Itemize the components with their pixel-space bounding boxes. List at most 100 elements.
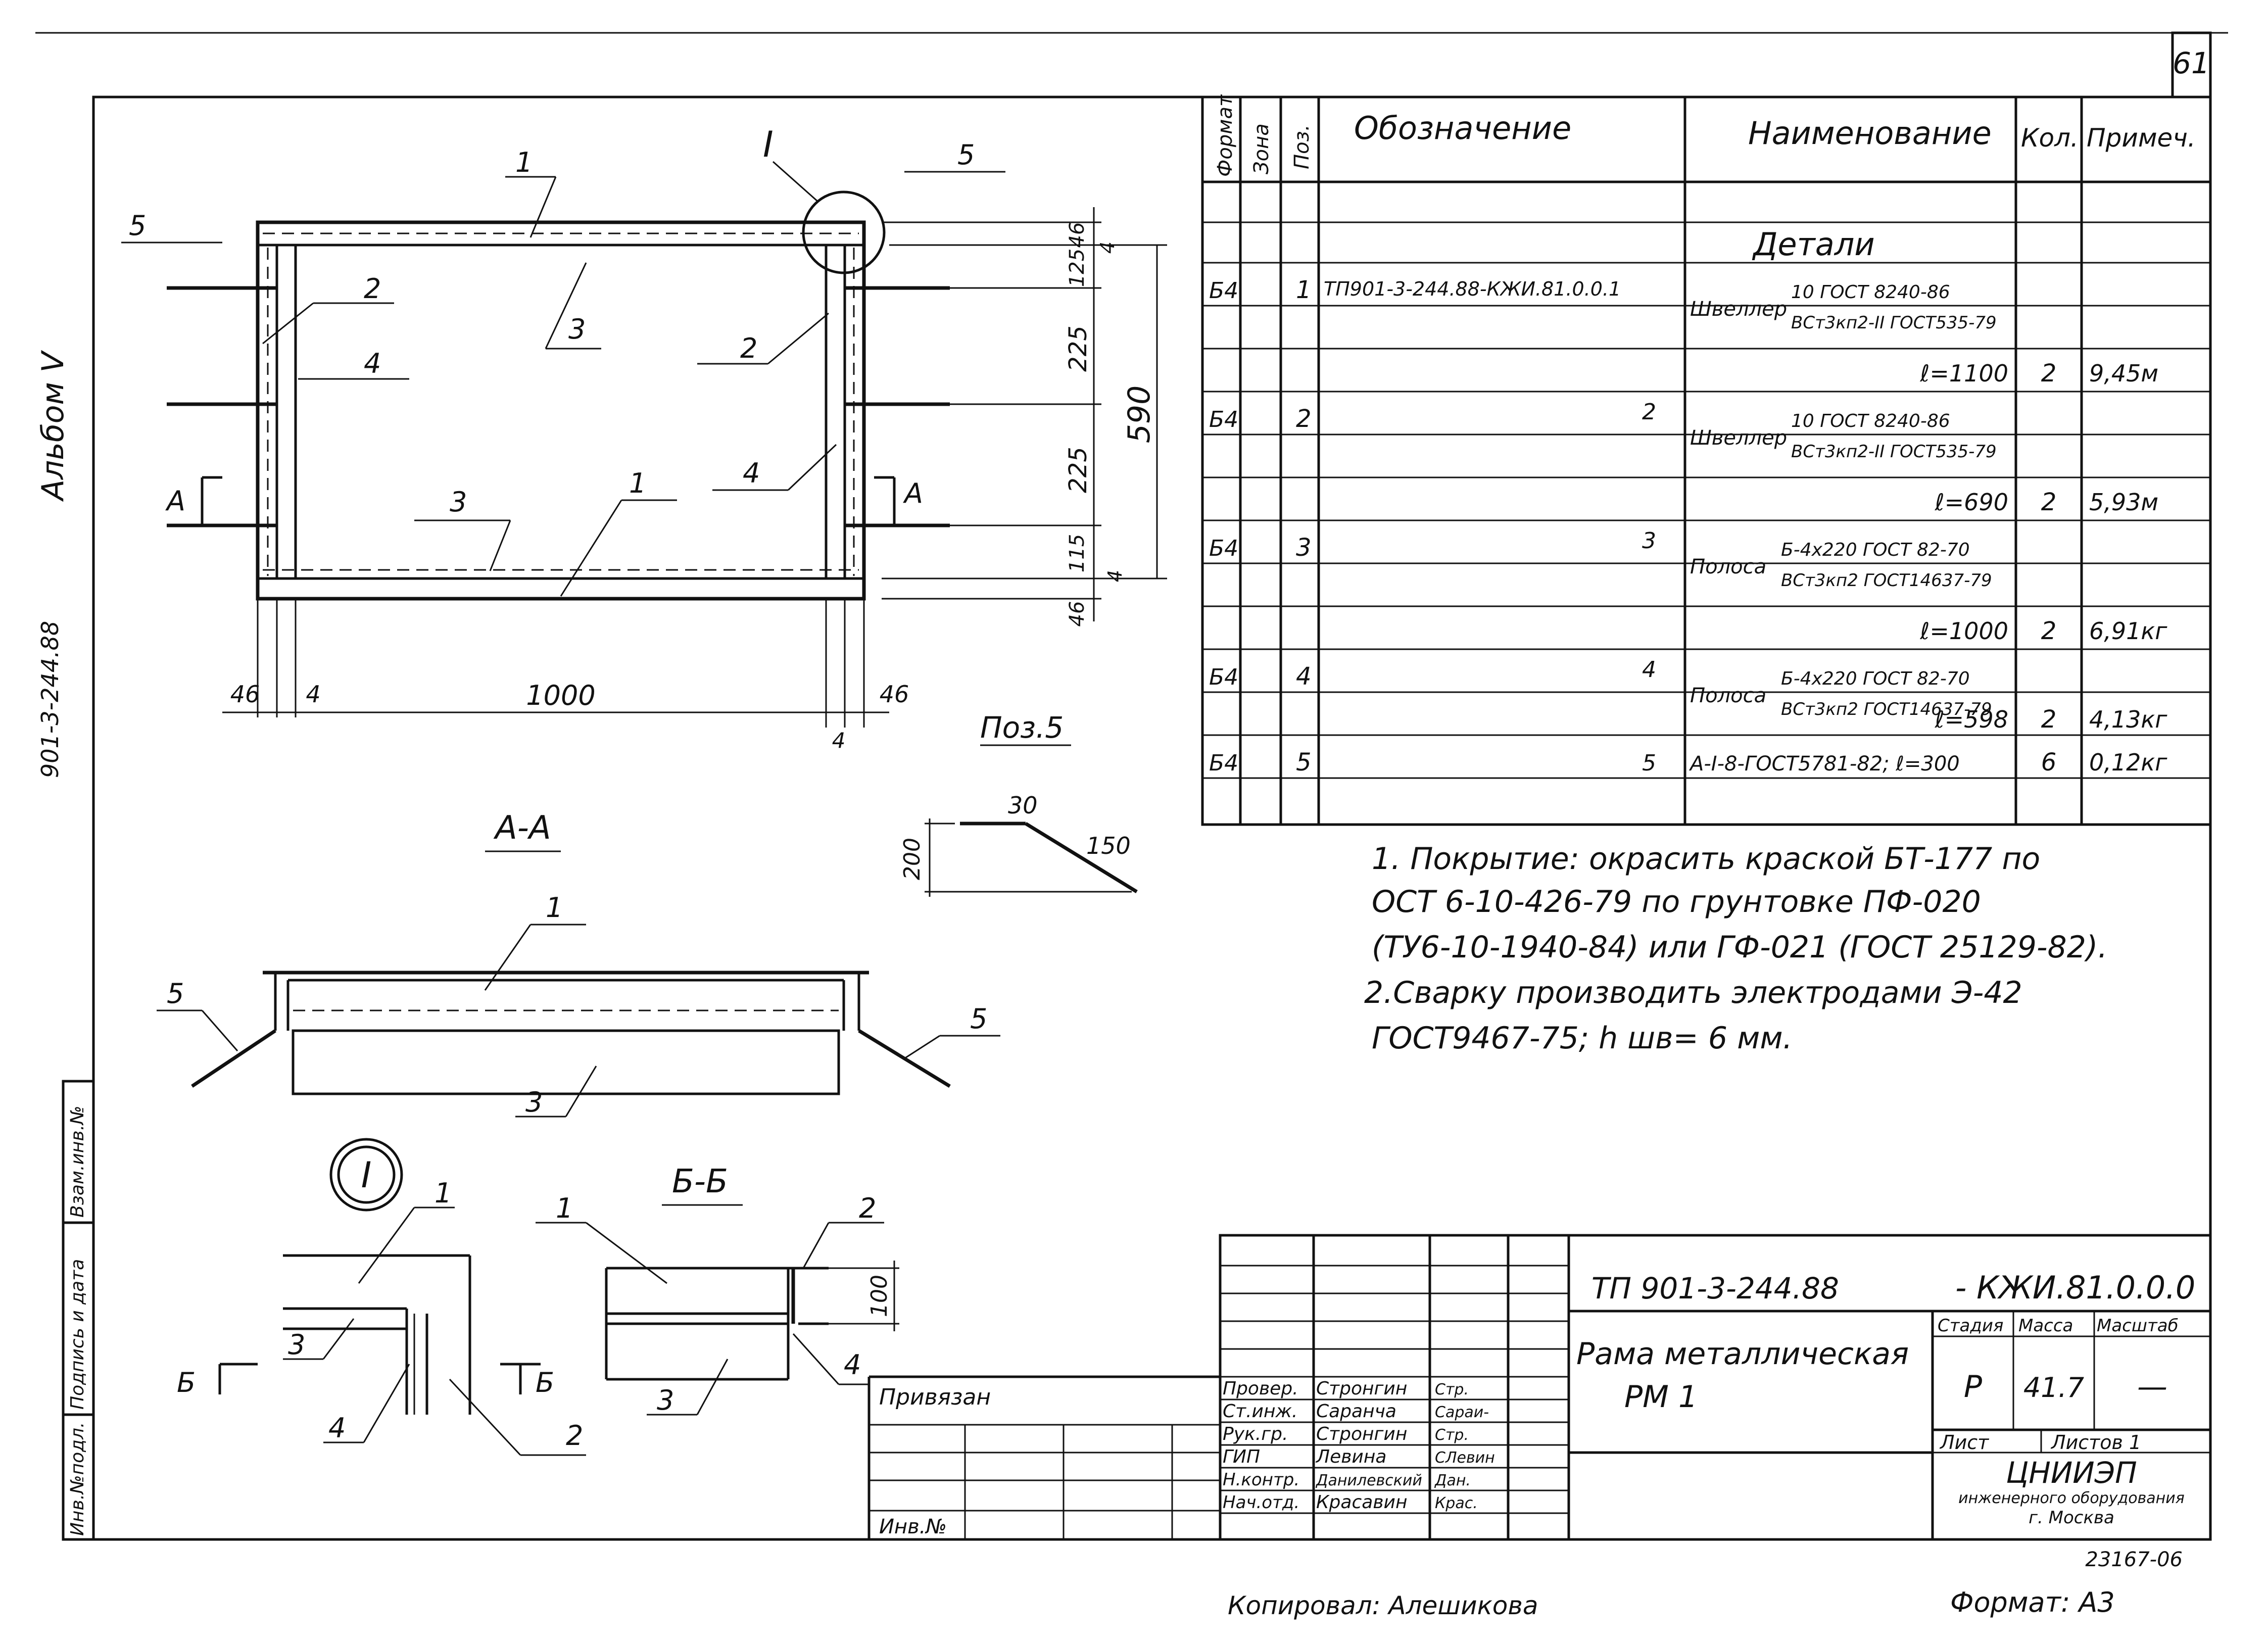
anchor-left (191, 1029, 276, 1088)
callout-1: 1 (515, 147, 533, 178)
row4-format: Б4 (1209, 664, 1238, 690)
row1-format: Б4 (1209, 278, 1238, 304)
frame-outline (256, 220, 866, 601)
drawing-title: Рама металлическая (1576, 1336, 1909, 1372)
table-outline (1201, 95, 2212, 826)
leader (904, 1035, 940, 1059)
row5-name: А-I-8-ГОСТ5781-82; ℓ=300 (1688, 752, 1960, 776)
title-block-outline (1219, 1234, 2212, 1541)
plate-3 (292, 1029, 840, 1095)
inv-no-label: Инв.№ (879, 1515, 947, 1538)
callout-1: 1 (435, 1177, 452, 1209)
org-subtitle: инженерного оборудования (1958, 1489, 2185, 1507)
copied-by: Копировал: Алешикова (1228, 1591, 1538, 1620)
leader (586, 1222, 667, 1284)
row1-designation: ТП901-3-244.88-КЖИ.81.0.0.1 (1324, 278, 1621, 300)
dim-1000: 1000 (526, 680, 595, 711)
callout-5: 5 (167, 978, 184, 1009)
row2-name-bottom: ВСт3кп2-II ГОСТ535-79 (1791, 442, 1997, 462)
serial-number: 23167-06 (2085, 1548, 2183, 1571)
mass-value: 41.7 (2023, 1372, 2084, 1404)
row2-name-top: 10 ГОСТ 8240-86 (1791, 411, 1950, 431)
signature: Стр. (1435, 1381, 1469, 1398)
leader (696, 1359, 729, 1415)
callout-3: 3 (525, 1086, 543, 1118)
detail-i: I 1 3 4 2 Б Б (177, 1138, 586, 1456)
leader (449, 1378, 521, 1456)
signature: Стр. (1435, 1426, 1469, 1444)
drawing-title-2: РМ 1 (1624, 1379, 1698, 1415)
row5-note: 0,12кг (2089, 749, 2167, 776)
role-label: Н.контр. (1223, 1470, 1299, 1490)
section-bb: Б-Б 100 1 2 3 4 (536, 1163, 899, 1416)
poz5-title: Поз.5 (980, 710, 1064, 745)
role-label: ГИП (1223, 1446, 1260, 1467)
row2-pos: 2 (1296, 405, 1312, 433)
leader (262, 302, 314, 345)
signature: Дан. (1434, 1472, 1471, 1489)
section-aa-title: А-А (493, 809, 551, 847)
leader (529, 176, 557, 238)
leader (792, 1333, 840, 1385)
note-line: 2.Сварку производить электродами Э-42 (1364, 975, 2022, 1010)
sheet-number: 61 (2173, 46, 2210, 80)
leader (545, 262, 587, 349)
person-name: Стронгин (1316, 1378, 1407, 1399)
row-lines (1202, 221, 2210, 779)
leader (322, 1318, 355, 1360)
leader (565, 1066, 597, 1117)
callout-2: 2 (859, 1192, 876, 1224)
row2-designation: 2 (1642, 399, 1656, 425)
callout-3: 3 (568, 313, 586, 345)
hdr-zone: Зона (1250, 123, 1273, 174)
note-line: 1. Покрытие: окрасить краской БТ-177 по (1372, 841, 2040, 877)
section-bb-title: Б-Б (672, 1163, 728, 1200)
row3-qty: 2 (2041, 617, 2057, 645)
row4-designation: 4 (1642, 657, 1656, 683)
row2-qty: 2 (2041, 488, 2057, 516)
row3-name-top: Б-4х220 ГОСТ 82-70 (1781, 540, 1970, 560)
dim-590: 590 (1122, 385, 1157, 444)
doc-code: ТП 901-3-244.88 (1591, 1271, 1839, 1306)
row4-name-prefix: Полоса (1690, 684, 1766, 707)
row5-pos: 5 (1296, 748, 1312, 777)
dim-4: 4 (1096, 242, 1119, 254)
main-view: I 1 5 5 3 2 4 2 4 3 1 А А (121, 124, 1167, 753)
section-mark-left: А (165, 485, 185, 517)
leader (802, 1222, 830, 1269)
side-code: 901-3-244.88 (36, 621, 64, 778)
row5-qty: 6 (2041, 748, 2057, 777)
spec-table: Формат Зона Поз. Обозначение Наименовани… (1201, 94, 2212, 826)
dim-200: 200 (899, 838, 925, 880)
scale-value: — (2137, 1369, 2167, 1405)
section-mark-b-left: Б (177, 1367, 196, 1398)
callout-5: 5 (129, 210, 146, 242)
callout-4: 4 (328, 1412, 346, 1444)
hdr-pos: Поз. (1290, 124, 1314, 169)
section-aa: А-А 5 5 1 3 (157, 809, 1000, 1118)
row4-name-top: Б-4х220 ГОСТ 82-70 (1781, 668, 1970, 689)
hdr-note: Примеч. (2087, 123, 2196, 153)
hdr-designation: Обозначение (1354, 110, 1571, 147)
person-name: Стронгин (1316, 1424, 1407, 1444)
callout-1: 1 (629, 467, 646, 499)
callout-2: 2 (740, 332, 757, 364)
callout-1: 1 (546, 892, 563, 924)
callout-4: 4 (743, 457, 760, 489)
leader (767, 312, 829, 365)
callout-3: 3 (657, 1384, 674, 1416)
callout-1: 1 (556, 1192, 573, 1224)
dim-46: 46 (1066, 601, 1089, 627)
row4-length: ℓ=598 (1935, 706, 2008, 733)
leader (787, 444, 837, 491)
row1-pos: 1 (1296, 276, 1312, 304)
row3-format: Б4 (1209, 536, 1238, 561)
callout-2: 2 (364, 273, 381, 305)
detail-mark: I (763, 124, 774, 165)
dim-46: 46 (230, 681, 260, 708)
row2-note: 5,93м (2089, 489, 2158, 516)
dim-100: 100 (866, 1275, 892, 1317)
hdr-format: Формат (1214, 94, 1237, 177)
leader (363, 1364, 410, 1443)
